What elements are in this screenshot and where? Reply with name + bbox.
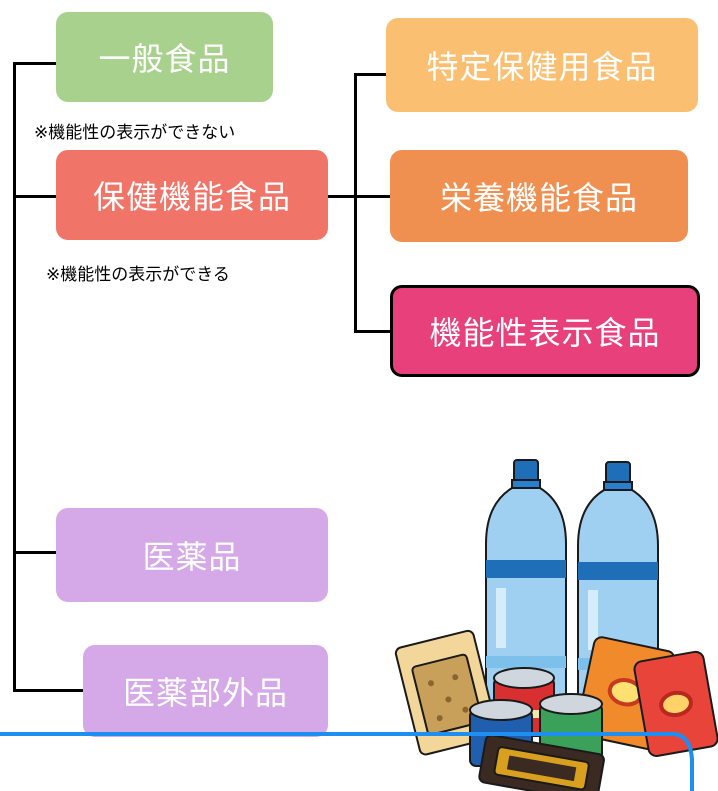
note-can-display: ※機能性の表示ができる <box>46 265 230 285</box>
medicine-label: 医薬品 <box>142 538 242 576</box>
food-bar-icon <box>478 734 605 791</box>
branch-quasi-drug <box>13 689 83 692</box>
snack-bag-red-icon <box>633 650 718 757</box>
nutrient-function-box: 栄養機能食品 <box>390 150 688 242</box>
specified-health-use-label: 特定保健用食品 <box>426 48 658 86</box>
health-function-food-box: 保健機能食品 <box>56 150 328 240</box>
bottom-panel <box>0 732 694 791</box>
sub-trunk-line <box>354 73 357 333</box>
branch-general-food <box>13 62 57 65</box>
branch-specified-health <box>354 73 386 76</box>
branch-health-function <box>13 195 57 198</box>
nutrient-function-label: 栄養機能食品 <box>439 179 638 217</box>
bottles-and-food-illustration <box>394 459 718 791</box>
general-food-box: 一般食品 <box>56 12 273 102</box>
sub-connector <box>328 195 356 198</box>
quasi-drug-box: 医薬部外品 <box>83 645 328 737</box>
note-cannot-display: ※機能性の表示ができない <box>34 123 236 143</box>
function-claim-box: 機能性表示食品 <box>390 285 700 377</box>
health-function-food-label: 保健機能食品 <box>92 178 291 216</box>
branch-nutrient <box>354 195 390 198</box>
quasi-drug-label: 医薬部外品 <box>122 674 288 712</box>
branch-function-claim <box>354 330 390 333</box>
medicine-box: 医薬品 <box>56 508 328 602</box>
general-food-label: 一般食品 <box>98 40 231 78</box>
function-claim-label: 機能性表示食品 <box>429 314 661 352</box>
water-bottle-left-icon <box>485 459 567 715</box>
branch-medicine <box>13 551 57 554</box>
specified-health-use-box: 特定保健用食品 <box>386 18 698 112</box>
trunk-line <box>13 62 16 692</box>
